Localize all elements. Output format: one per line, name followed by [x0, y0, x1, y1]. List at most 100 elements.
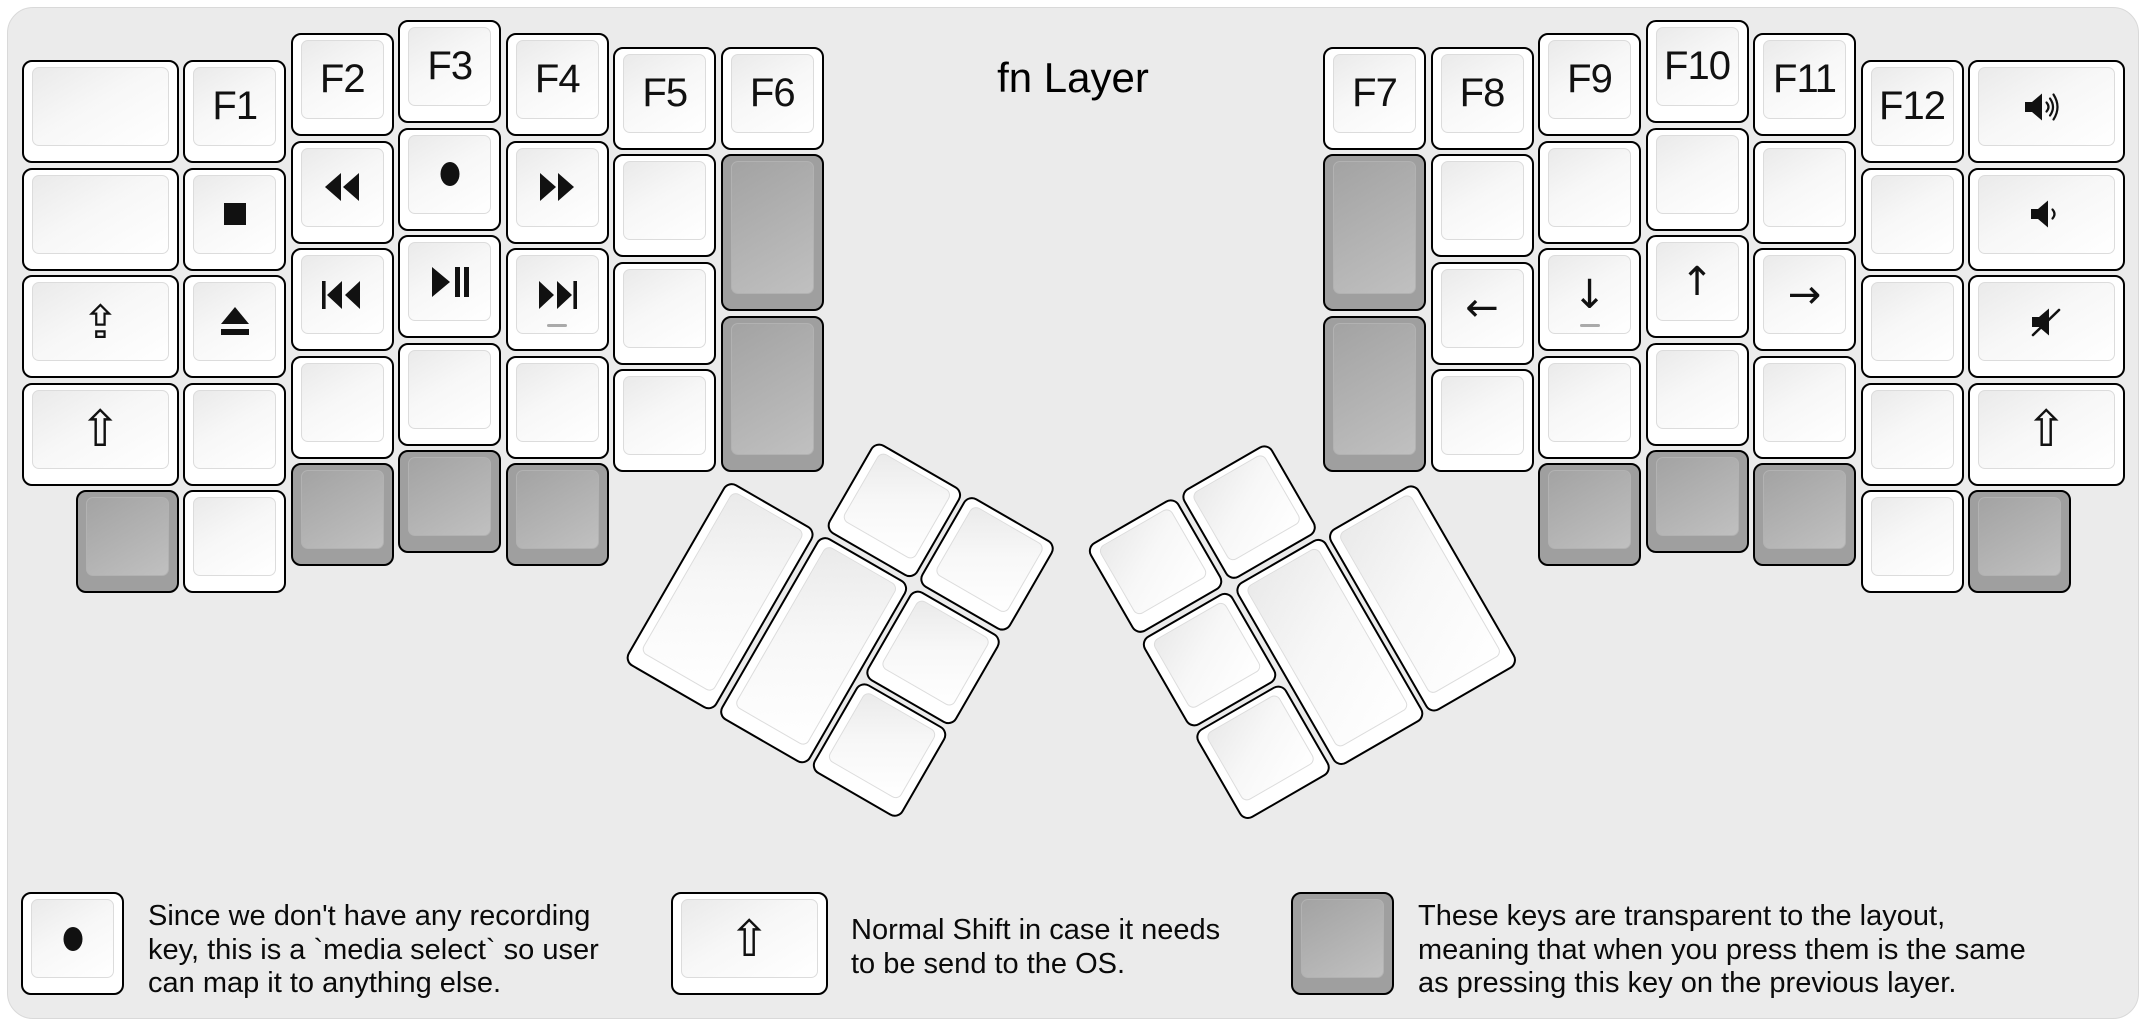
key-blank[interactable]: [290, 355, 394, 459]
key-f1[interactable]: F1: [183, 60, 287, 164]
keytop: [1548, 362, 1631, 442]
key-transparent[interactable]: [1323, 154, 1426, 312]
key-f9[interactable]: F9: [1538, 33, 1641, 137]
key-transparent[interactable]: [290, 463, 394, 567]
key-f4[interactable]: F4: [505, 33, 609, 137]
key-label: F5: [642, 70, 688, 115]
keytop: [300, 255, 384, 335]
legend-line: Normal Shift in case it needs: [851, 914, 1221, 946]
key-blank[interactable]: [1753, 140, 1856, 244]
key-f6[interactable]: F6: [720, 46, 824, 150]
key-label: F10: [1664, 44, 1731, 88]
key-label: F7: [1352, 70, 1398, 115]
key-play-pause[interactable]: [398, 235, 502, 338]
keytop: F1: [193, 67, 277, 147]
key-up-arrow[interactable]: ↑: [1645, 235, 1749, 338]
key-record: [21, 892, 124, 995]
key-rewind[interactable]: [290, 140, 394, 244]
key-blank[interactable]: [183, 490, 287, 594]
key-next-track[interactable]: [505, 248, 609, 352]
key-f10[interactable]: F10: [1645, 20, 1749, 123]
key-blank[interactable]: [1753, 355, 1856, 459]
key-blank[interactable]: [1538, 140, 1641, 244]
keytop: [730, 322, 814, 456]
key-blank[interactable]: [1430, 369, 1534, 473]
legend-line: key, this is a `media select` so user: [148, 933, 599, 966]
keytop: [1440, 376, 1524, 456]
volume-down-icon: [2025, 194, 2067, 234]
keytop: [193, 282, 277, 362]
key-blank[interactable]: [22, 167, 179, 271]
key-transparent[interactable]: [720, 315, 824, 473]
legend-item-record: Since we don't have any recording key, t…: [21, 892, 599, 999]
key-transparent[interactable]: [1645, 450, 1749, 553]
key-label: F1: [212, 84, 258, 129]
key-f11[interactable]: F11: [1753, 33, 1856, 137]
key-label: F8: [1459, 70, 1506, 115]
key-blank[interactable]: [398, 342, 502, 446]
keytop: ⇪: [32, 282, 169, 362]
key-f8[interactable]: F8: [1430, 46, 1534, 150]
key-blank[interactable]: [505, 355, 609, 459]
key-blank[interactable]: [1538, 355, 1641, 459]
next-track-icon: [533, 276, 581, 314]
key-blank[interactable]: [1860, 382, 1964, 486]
key-right-arrow[interactable]: →: [1753, 248, 1856, 352]
key-blank[interactable]: [1860, 275, 1964, 379]
keytop: [85, 497, 169, 577]
key-blank[interactable]: [22, 60, 179, 164]
keytop: [1440, 161, 1524, 241]
key-record[interactable]: [398, 127, 502, 231]
key-shift[interactable]: ⇧: [1968, 382, 2125, 486]
key-transparent[interactable]: [505, 463, 609, 567]
key-transparent[interactable]: [75, 490, 179, 594]
key-f3[interactable]: F3: [398, 20, 502, 123]
key-shift[interactable]: ⇧: [22, 382, 179, 486]
key-f5[interactable]: F5: [613, 46, 717, 150]
key-blank[interactable]: [1645, 127, 1749, 231]
legend-text-shift: Normal Shift in case it needs to be send…: [851, 914, 1220, 981]
keytop: [408, 134, 492, 214]
key-transparent[interactable]: [1968, 490, 2071, 594]
rewind-icon: [320, 168, 364, 206]
key-volume-up[interactable]: [1968, 60, 2125, 164]
key-fast-forward[interactable]: [505, 140, 609, 244]
right-arrow-icon: →: [1787, 271, 1822, 318]
keytop: [1333, 161, 1416, 295]
legend-item-transparent: These keys are transparent to the layout…: [1291, 892, 2026, 999]
keytop: [1870, 497, 1954, 577]
key-blank[interactable]: [1860, 167, 1964, 271]
keytop: [193, 174, 277, 254]
key-blank[interactable]: [183, 382, 287, 486]
key-f12[interactable]: F12: [1860, 60, 1964, 164]
keytop: [32, 67, 169, 147]
key-label: F9: [1567, 57, 1613, 102]
key-eject[interactable]: [183, 275, 287, 379]
key-prev-track[interactable]: [290, 248, 394, 352]
key-blank[interactable]: [613, 261, 717, 365]
key-f7[interactable]: F7: [1323, 46, 1426, 150]
key-down-arrow[interactable]: ↓: [1538, 248, 1641, 352]
caps-lock-icon: ⇪: [81, 294, 120, 349]
key-blank[interactable]: [613, 369, 717, 473]
key-transparent[interactable]: [1323, 315, 1426, 473]
key-transparent[interactable]: [398, 450, 502, 553]
key-blank[interactable]: [1645, 342, 1749, 446]
key-blank[interactable]: [613, 154, 717, 258]
key-mute[interactable]: [1968, 275, 2125, 379]
key-transparent[interactable]: [1538, 463, 1641, 567]
keytop: F9: [1548, 40, 1631, 120]
key-volume-down[interactable]: [1968, 167, 2125, 271]
key-stop[interactable]: [183, 167, 287, 271]
key-transparent[interactable]: [720, 154, 824, 312]
legend-line: as pressing this key on the previous lay…: [1418, 967, 1957, 999]
keytop: [1548, 147, 1631, 227]
key-blank[interactable]: [1860, 490, 1964, 594]
legend-sample-key-transparent: [1291, 892, 1394, 995]
key-transparent[interactable]: [1753, 463, 1856, 567]
key-f2[interactable]: F2: [290, 33, 394, 137]
key-caps-lock[interactable]: ⇪: [22, 275, 179, 379]
key-left-arrow[interactable]: ←: [1430, 261, 1534, 365]
key-blank[interactable]: [1430, 154, 1534, 258]
